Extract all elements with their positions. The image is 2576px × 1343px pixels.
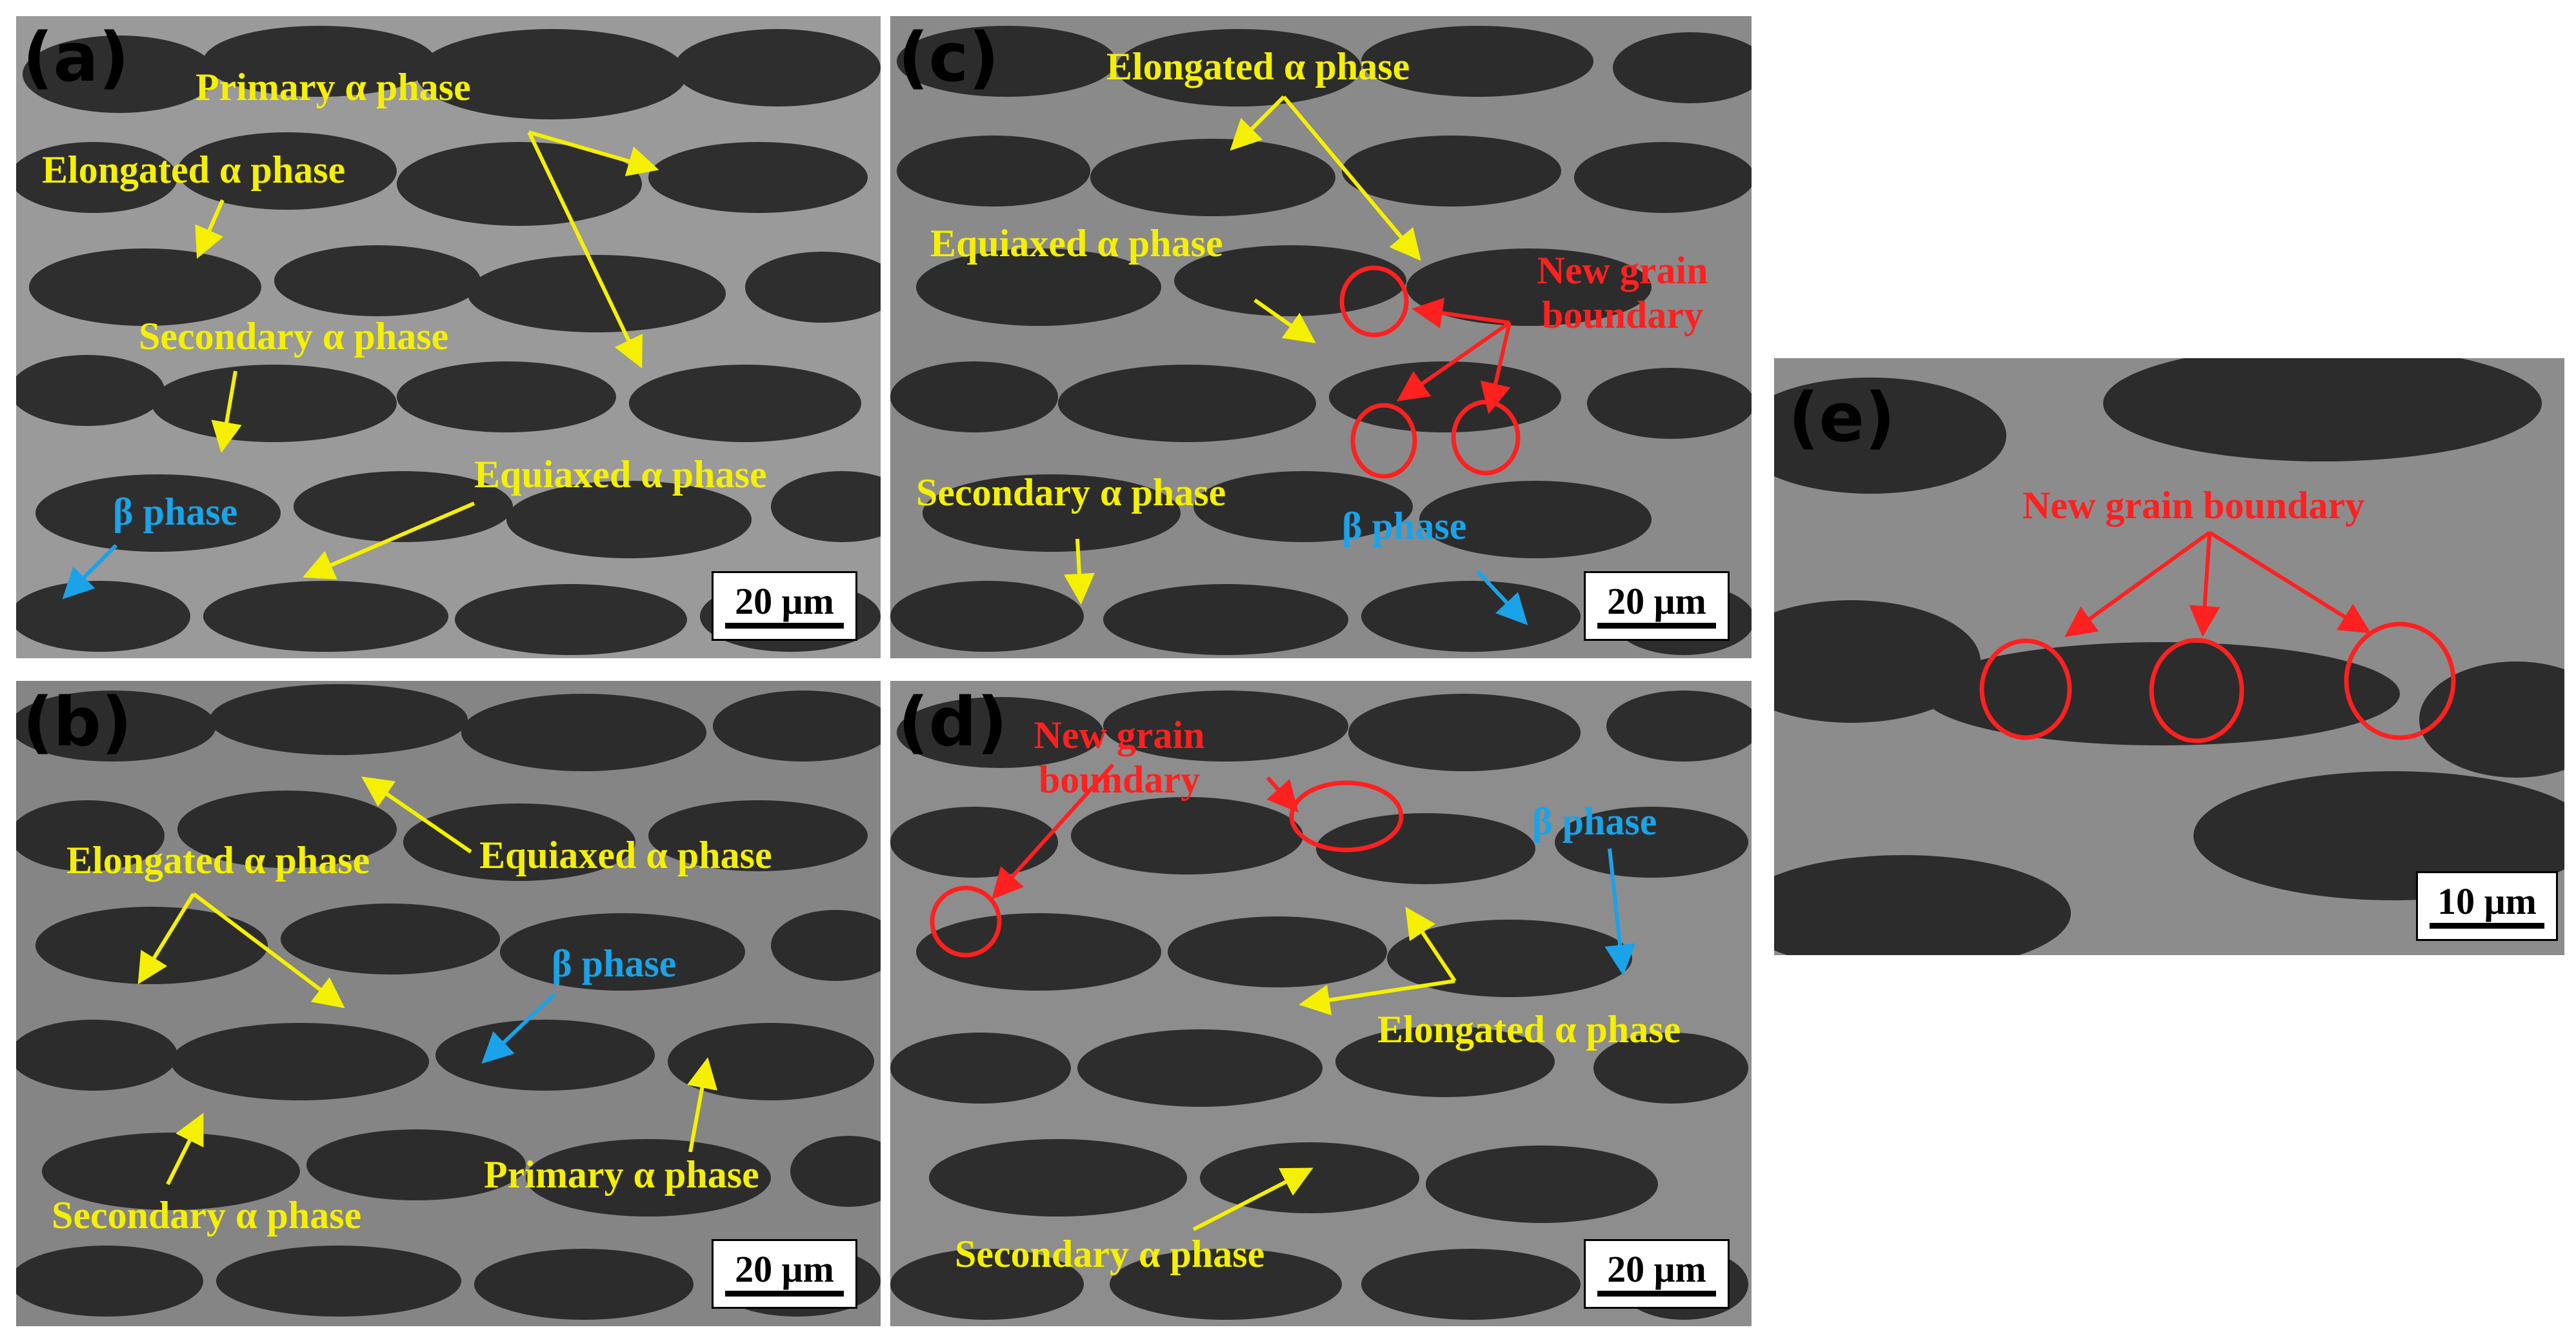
annotation-primary-alpha: Primary α phase [484,1153,759,1196]
panel-label-d: (d) [898,683,1008,762]
scale-bar-text-b: 20 μm [735,1248,834,1290]
annotation-elongated-alpha: Elongated α phase [1377,1008,1681,1051]
panel-c: (c) Elongated α phase Equiaxed α phase N… [890,16,1752,658]
scale-bar-line-d [1597,1291,1716,1297]
annotation-primary-alpha: Primary α phase [195,66,471,108]
annotation-elongated-alpha: Elongated α phase [42,148,346,191]
scale-bar-b: 20 μm [712,1239,857,1309]
annotation-beta: β phase [552,942,677,985]
annotation-secondary-alpha: Secondary α phase [52,1194,362,1237]
scale-bar-c: 20 μm [1584,571,1730,641]
panel-d: (d) New grain boundary β phase Elongated… [890,681,1752,1326]
annotation-secondary-alpha: Secondary α phase [955,1233,1265,1275]
annotation-new-grain-boundary: New grain boundary [1033,714,1205,801]
scale-bar-text-c: 20 μm [1607,580,1706,622]
scale-bar-text-a: 20 μm [735,580,834,622]
scale-bar-e: 10 μm [2416,871,2558,941]
annotation-equiaxed-alpha: Equiaxed α phase [479,834,772,876]
annotation-secondary-alpha: Secondary α phase [139,315,449,358]
scale-bar-text-e: 10 μm [2437,880,2537,922]
annotation-equiaxed-alpha: Equiaxed α phase [474,453,767,496]
panel-label-a: (a) [23,18,130,97]
panel-b: (b) Elongated α phase Equiaxed α phase β… [16,681,881,1326]
scale-bar-line-b [725,1291,844,1297]
annotation-beta: β phase [1342,505,1467,547]
annotation-new-grain-boundary: New grain boundary [1537,249,1708,336]
annotation-beta: β phase [1532,800,1657,843]
annotation-secondary-alpha: Secondary α phase [916,471,1226,514]
annotation-beta: β phase [113,490,238,533]
scale-bar-line-e [2430,923,2544,929]
panel-label-c: (c) [898,18,999,97]
scale-bar-line-c [1597,623,1716,629]
annotation-new-grain-boundary: New grain boundary [2022,484,2365,527]
panel-label-e: (e) [1788,378,1895,457]
panel-a: (a) Primary α phase Elongated α phase Se… [16,16,881,658]
scale-bar-d: 20 μm [1584,1239,1730,1309]
annotation-elongated-alpha: Elongated α phase [66,839,370,882]
panel-e: (e) New grain boundary 10 μm [1774,358,2564,955]
scale-bar-a: 20 μm [712,571,857,641]
panel-label-b: (b) [23,683,132,762]
scale-bar-text-d: 20 μm [1607,1248,1706,1290]
annotation-equiaxed-alpha: Equiaxed α phase [930,222,1223,265]
scale-bar-line-a [725,623,844,629]
annotation-elongated-alpha: Elongated α phase [1106,45,1410,88]
